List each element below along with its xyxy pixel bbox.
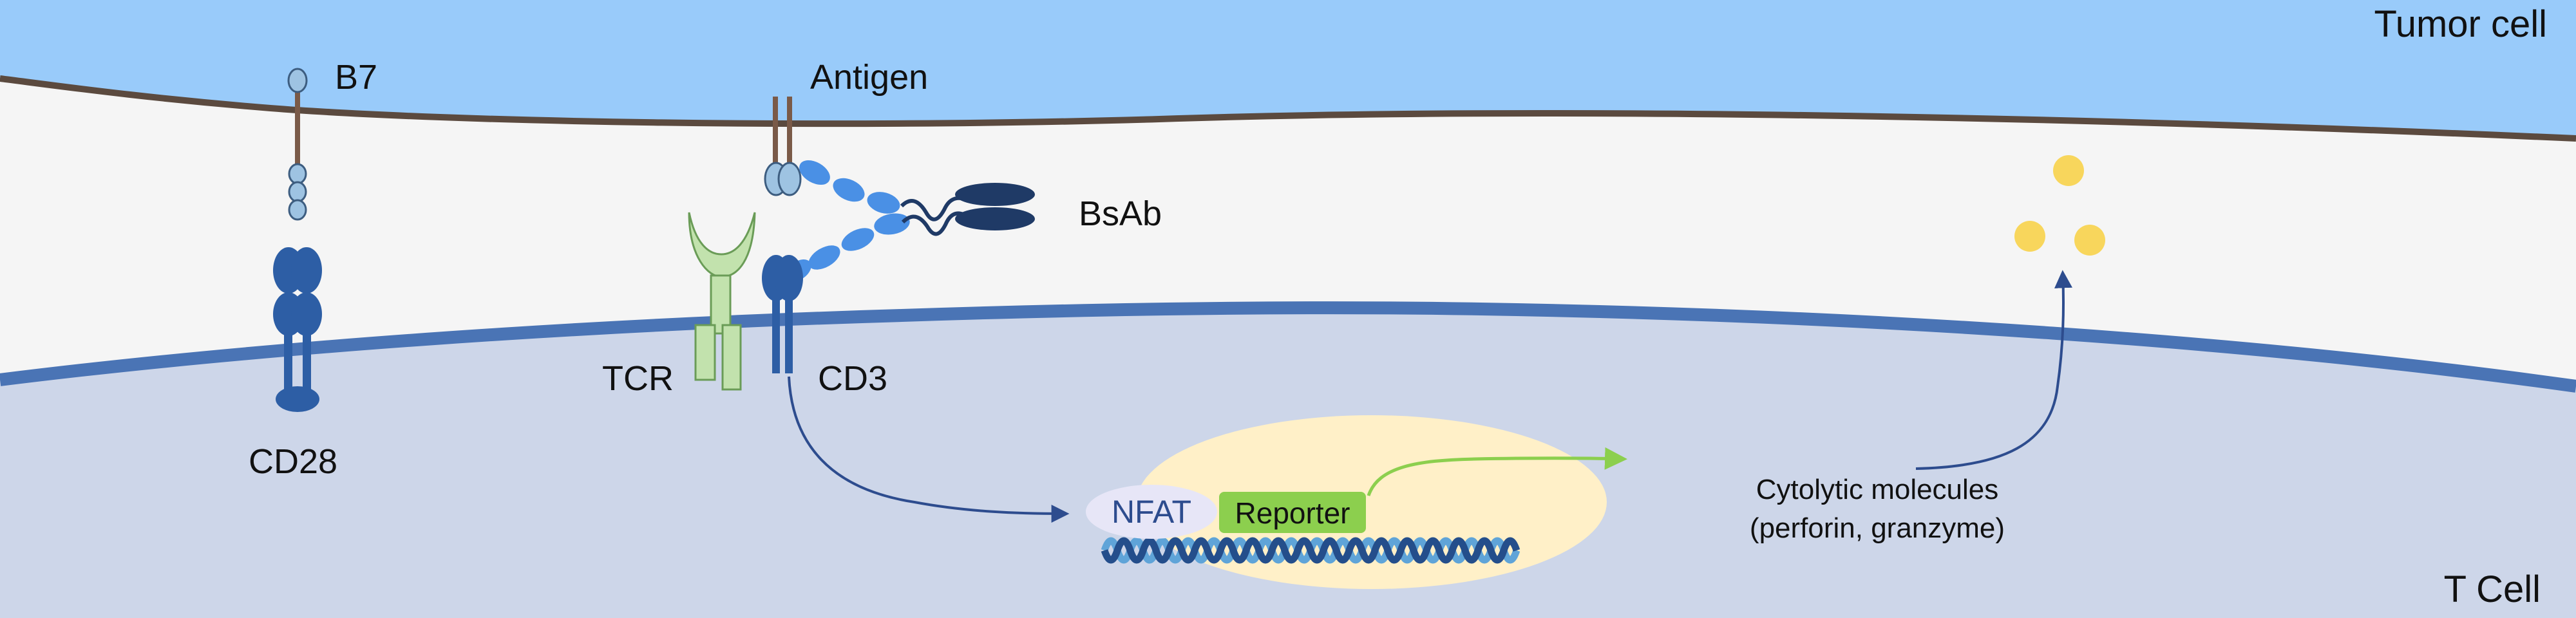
secretion-arrow — [1915, 270, 2072, 470]
expression-arrow — [1367, 447, 1627, 496]
cd3-receptor — [762, 255, 803, 373]
cytolytic-granules — [2014, 155, 2105, 256]
dna-helix — [1101, 537, 1520, 564]
bsab-antibody — [786, 160, 1035, 282]
signaling-arrow — [788, 376, 1070, 523]
cd28-receptor — [273, 247, 322, 412]
b7-molecule — [287, 68, 308, 221]
antigen-label: Antigen — [810, 58, 928, 97]
tcr-label: TCR — [602, 359, 674, 398]
b7-label: B7 — [335, 58, 377, 97]
antigen-molecule — [764, 97, 802, 196]
cd28-label: CD28 — [249, 442, 337, 481]
reporter-label: Reporter — [1235, 496, 1350, 530]
cytolytic-label-line2: (perforin, granzyme) — [1750, 512, 2005, 544]
tumor-cell-membrane — [0, 75, 2576, 142]
t-cell-label: T Cell — [2444, 568, 2541, 610]
bsab-label: BsAb — [1079, 194, 1162, 233]
t-cell-membrane — [0, 301, 2576, 393]
nfat-element — [1086, 485, 1217, 539]
cd3-label: CD3 — [818, 359, 887, 398]
cytolytic-label-line1: Cytolytic molecules — [1756, 474, 1999, 505]
reporter-gene — [1219, 492, 1366, 533]
tcr-receptor — [688, 212, 756, 391]
tumor-cell-body — [0, 0, 2576, 138]
nfat-label: NFAT — [1112, 494, 1191, 530]
tumor-cell-label: Tumor cell — [2374, 3, 2547, 45]
